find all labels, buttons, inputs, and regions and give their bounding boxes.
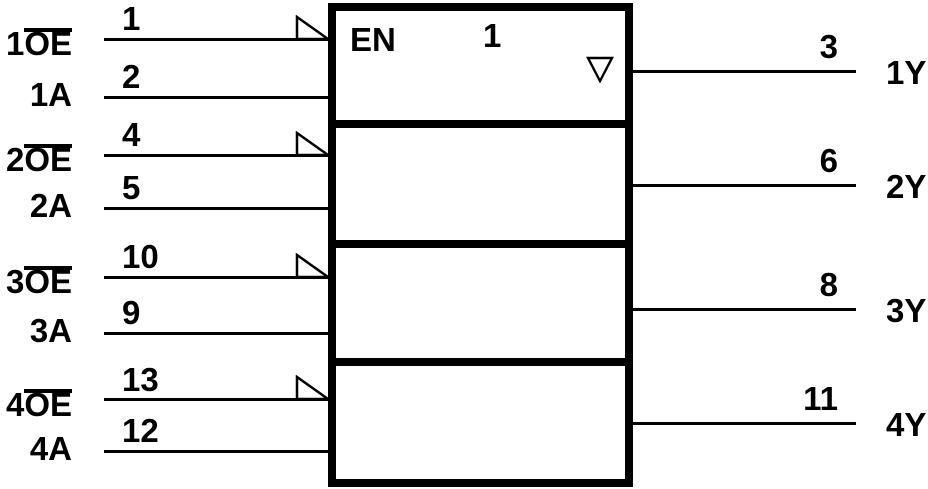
signal-overline-text: OE: [24, 141, 72, 178]
pin-number-12: 12: [122, 412, 159, 449]
wire-2y: [630, 184, 856, 187]
signal-prefix: 2: [5, 141, 25, 178]
pin-number-8: 8: [819, 266, 838, 303]
pin-number-10: 10: [122, 238, 159, 275]
section-divider-3: [336, 358, 626, 366]
function-qualifier: 1: [483, 17, 502, 54]
signal-overline-text: OE: [24, 386, 72, 423]
signal-label-4y: 4Y: [886, 406, 927, 443]
pin-number-13: 13: [122, 361, 159, 398]
pin-number-9: 9: [122, 294, 141, 331]
wire-3oe: [104, 276, 328, 279]
wire-4y: [630, 422, 856, 425]
wire-4a: [104, 450, 328, 453]
section-divider-2: [336, 240, 626, 248]
signal-prefix: 3: [5, 263, 25, 300]
polarity-indicator-icon: [295, 131, 330, 157]
signal-prefix: 4: [5, 386, 25, 423]
pin-number-6: 6: [819, 142, 838, 179]
signal-label-1oe: 1OE: [0, 27, 72, 60]
signal-label-1y: 1Y: [886, 54, 927, 91]
pin-number-1: 1: [122, 0, 141, 37]
enable-label: EN: [350, 21, 396, 58]
polarity-indicator-icon: [295, 15, 330, 41]
signal-label-2a: 2A: [29, 187, 72, 224]
polarity-indicator-icon: [295, 253, 330, 279]
signal-label-2oe: 2OE: [0, 143, 72, 176]
wire-1y: [630, 70, 856, 73]
pin-number-11: 11: [803, 380, 838, 417]
signal-label-3oe: 3OE: [0, 265, 72, 298]
wire-1a: [104, 96, 328, 99]
pin-number-3: 3: [819, 28, 838, 65]
signal-label-4a: 4A: [29, 430, 72, 467]
wire-2oe: [104, 154, 328, 157]
polarity-indicator-icon: [295, 375, 330, 401]
signal-label-2y: 2Y: [886, 168, 927, 205]
wire-3y: [630, 308, 856, 311]
signal-overline-text: OE: [24, 263, 72, 300]
wire-1oe: [104, 38, 328, 41]
signal-label-3a: 3A: [29, 312, 72, 349]
signal-prefix: 1: [5, 25, 25, 62]
signal-label-3y: 3Y: [886, 292, 927, 329]
signal-overline-text: OE: [24, 25, 72, 62]
section-divider-1: [336, 120, 626, 128]
wire-3a: [104, 332, 328, 335]
wire-2a: [104, 207, 328, 210]
pin-number-2: 2: [122, 58, 141, 95]
signal-label-1a: 1A: [29, 76, 72, 113]
pin-number-4: 4: [122, 116, 141, 153]
tristate-output-icon: [586, 56, 614, 83]
signal-label-4oe: 4OE: [0, 388, 72, 421]
pin-number-5: 5: [122, 169, 141, 206]
wire-4oe: [104, 398, 328, 401]
